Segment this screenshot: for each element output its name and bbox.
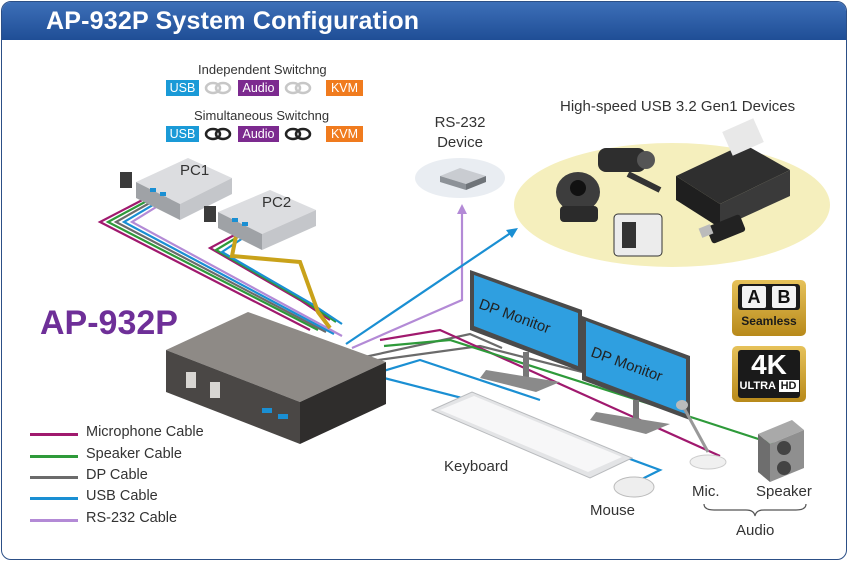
pc2-unit: [204, 190, 316, 250]
hd-text: HD: [778, 380, 799, 392]
usb-out-cable: [345, 231, 513, 345]
pc1-label: PC1: [180, 162, 210, 179]
pc2-speaker-cable: [213, 231, 337, 323]
speaker-label: Speaker: [756, 483, 812, 500]
dp-monitor-1: [470, 270, 582, 392]
legend-swatch-speaker: [30, 455, 78, 458]
rs232-label-line1: RS-232: [434, 114, 486, 131]
seamless-text: Seamless: [741, 314, 797, 328]
simultaneous-usb-tag: USB: [166, 126, 199, 142]
4k-ultra-hd-badge: 4K ULTRA HD: [732, 346, 806, 402]
rs232-label-line2: Device: [437, 134, 483, 151]
unlinked-chain-icon: [204, 81, 232, 95]
legend-swatch-usb: [30, 497, 78, 500]
legend-label-microphone: Microphone Cable: [86, 424, 204, 440]
fax-machine-icon: [676, 118, 790, 228]
pc2-microphone-cable: [207, 231, 331, 321]
title-bar: AP-932P System Configuration: [2, 2, 846, 40]
pc1-unit: [120, 158, 232, 220]
ultra-hd-text: ULTRA HD: [738, 380, 800, 392]
independent-audio-tag: Audio: [238, 80, 279, 96]
usb-keyboard-cable: [379, 358, 541, 402]
audio-label: Audio: [736, 522, 775, 539]
independent-usb-tag: USB: [166, 80, 199, 96]
pc2-label: PC2: [262, 194, 292, 211]
mic-cable: [379, 328, 721, 458]
ultra-text: ULTRA: [739, 380, 776, 392]
unlinked-chain-icon: [284, 81, 312, 95]
audio-brace: [703, 503, 807, 517]
linked-chain-icon: [284, 127, 312, 141]
dp-out-cable-2: [363, 344, 607, 380]
mouse-label: Mouse: [590, 502, 636, 519]
kvm-switch-unit: [166, 312, 386, 444]
security-camera-icon: [598, 148, 662, 193]
linked-chain-icon: [204, 127, 232, 141]
usb-devices-label: High-speed USB 3.2 Gen1 Devices: [560, 98, 796, 115]
legend-swatch-microphone: [30, 433, 78, 436]
rs232-out-cable: [351, 212, 464, 350]
simultaneous-switching-title: Simultaneous Switchng: [194, 108, 330, 123]
mic-label: Mic.: [692, 483, 720, 500]
simultaneous-audio-tag: Audio: [238, 126, 279, 142]
speaker-out-cable: [383, 338, 787, 450]
pc2-usb-cable: [219, 231, 343, 325]
usb-flash-drive-icon: [698, 214, 746, 244]
speaker-icon: [758, 420, 804, 482]
simultaneous-kvm-tag: KVM: [326, 126, 363, 142]
legend-label-dp: DP Cable: [86, 467, 148, 483]
microphone-icon: [676, 400, 727, 470]
device-model-name: AP-932P: [40, 304, 178, 342]
keyboard-label: Keyboard: [444, 458, 509, 475]
dp-cable: [113, 195, 327, 333]
ab-right-letter: B: [772, 286, 796, 308]
ab-left-letter: A: [742, 286, 766, 308]
mouse-icon: [613, 476, 655, 498]
kvm-cable: [229, 235, 332, 330]
legend-label-rs232: RS-232 Cable: [86, 510, 178, 526]
rs232-device-icon: [440, 168, 486, 190]
legend-label-speaker: Speaker Cable: [86, 446, 182, 462]
keyboard-icon: [430, 391, 634, 479]
independent-kvm-tag: KVM: [326, 80, 363, 96]
legend-label-usb: USB Cable: [86, 488, 158, 504]
speaker-cable: [105, 195, 319, 331]
seamless-badge: A B Seamless: [732, 280, 806, 336]
4k-text: 4K: [751, 349, 787, 380]
legend-swatch-dp: [30, 476, 78, 479]
microphone-cable: [97, 195, 311, 331]
dp-monitor-2: [582, 316, 690, 434]
cable-bundle: [97, 195, 787, 481]
legend-swatch-rs232: [30, 519, 78, 522]
independent-switching-title: Independent Switchng: [198, 62, 327, 77]
page-title: AP-932P System Configuration: [46, 7, 420, 35]
usb-reader-icon: [613, 213, 663, 257]
ptz-camera-icon: [556, 172, 600, 222]
dp-out-cable-1: [359, 332, 503, 360]
